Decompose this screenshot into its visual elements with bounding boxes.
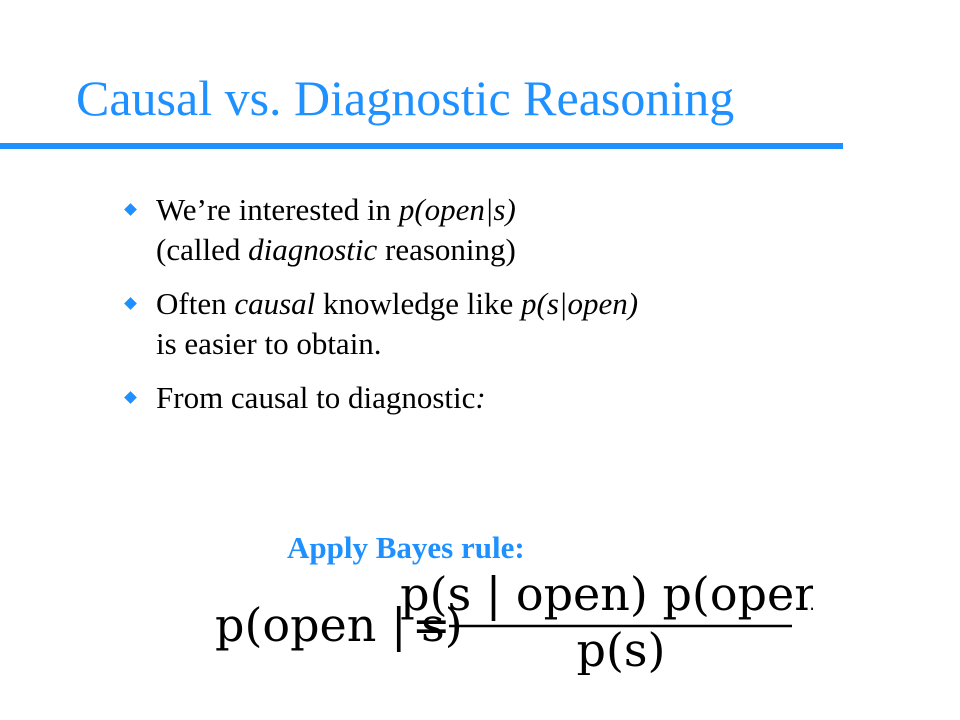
diamond-bullet-icon [124, 391, 137, 404]
bullet-item-diagnostic: We’re interested in p(open|s) (called di… [124, 190, 884, 270]
bullet-emphasis: causal [234, 286, 316, 321]
bullet-text: Often [156, 286, 235, 321]
title-underline [0, 143, 843, 149]
bullet-text: (called [156, 232, 249, 267]
bullet-line: (called diagnostic reasoning) [156, 230, 884, 270]
formula-equals: = [412, 598, 451, 652]
bullet-emphasis: : [475, 380, 486, 415]
bullet-text: is easier to obtain. [156, 326, 382, 361]
bullet-text: From causal to diagnostic [156, 380, 476, 415]
bullet-line: From causal to diagnostic: [156, 378, 884, 418]
bullet-text: knowledge like [315, 286, 522, 321]
bayes-formula: p(open | s) = p(s | open) p(open) p(s) [213, 567, 842, 677]
bayes-rule-label: Apply Bayes rule: [287, 530, 525, 565]
bullet-text: reasoning) [377, 232, 516, 267]
bayes-formula-graphic: p(open | s) = p(s | open) p(open) p(s) [215, 567, 842, 677]
bullet-math: p(s|open) [521, 286, 639, 321]
slide-title: Causal vs. Diagnostic Reasoning [76, 70, 735, 126]
bullet-emphasis: diagnostic [248, 232, 378, 267]
formula-denominator: p(s) [577, 623, 666, 675]
formula-lhs: p(open | s) [215, 598, 463, 652]
diamond-bullet-icon [124, 297, 137, 310]
bullet-line: is easier to obtain. [156, 324, 884, 364]
diamond-bullet-icon [124, 203, 137, 216]
bullet-item-from-causal: From causal to diagnostic: [124, 378, 884, 418]
bullet-text: We’re interested in [156, 192, 399, 227]
bullet-line: Often causal knowledge like p(s|open) [156, 284, 884, 324]
formula-numerator: p(s | open) p(open) [400, 575, 813, 621]
bullet-list: We’re interested in p(open|s) (called di… [124, 190, 884, 432]
bullet-item-causal: Often causal knowledge like p(s|open) is… [124, 284, 884, 364]
bullet-line: We’re interested in p(open|s) [156, 190, 884, 230]
bullet-math: p(open|s) [398, 192, 516, 227]
